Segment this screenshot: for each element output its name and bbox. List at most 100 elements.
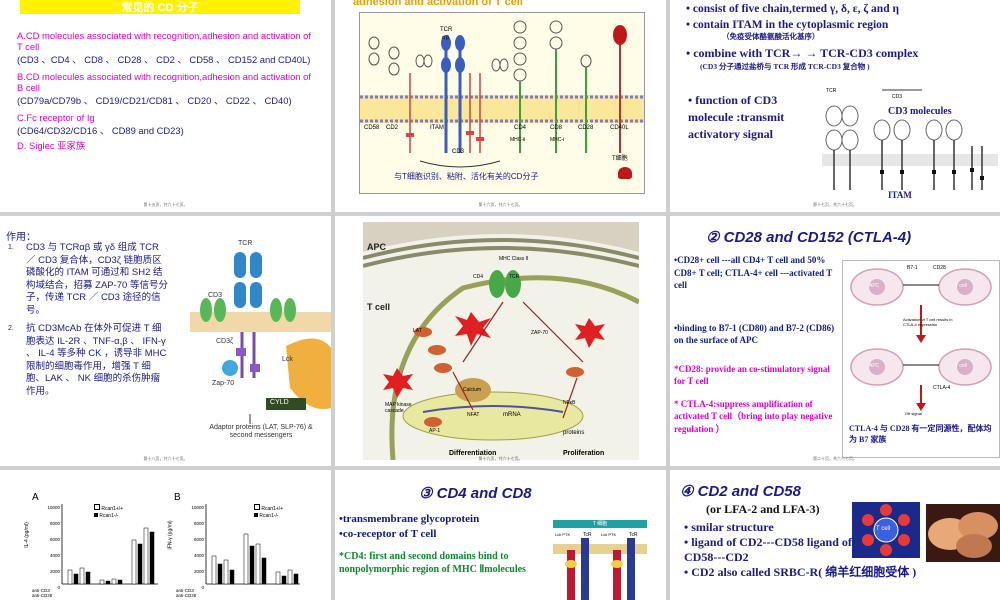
slide-thumbnail-1[interactable]: 常见的 CD 分子 A.CD molecules associated with… <box>0 0 331 212</box>
rbc-photo <box>926 504 1000 562</box>
itam-label: ITAM <box>430 125 444 131</box>
panel-b-legend: Rcan1+/+ Rcan1-/- <box>254 504 283 520</box>
bar <box>275 571 281 585</box>
bar <box>229 569 235 585</box>
logo-icon <box>618 167 632 179</box>
tcr-label-2: TcR <box>629 532 638 538</box>
rosette-figure: T cell <box>852 502 920 558</box>
cd2-bullets: • smilar structure • ligand of CD2---CD5… <box>684 520 964 580</box>
tcr-label-1: TcR <box>583 532 592 538</box>
page-number: 第十九页，共六十七页。 <box>478 456 523 461</box>
legend-item: Rcan1-/- <box>254 513 283 520</box>
tick: 0 <box>201 585 204 590</box>
row-label: anti-CD3 <box>32 588 50 593</box>
cd2-label: CD2 <box>386 125 399 131</box>
item-number: 2. <box>8 325 14 332</box>
differentiation-label: Differentiation <box>449 450 497 457</box>
fig-cd28-label: CD28 <box>933 265 946 271</box>
calcium-label: Calcium <box>463 387 482 393</box>
slide-title: adhesion and activation of T cell <box>353 0 523 8</box>
function-list: 1. CD3 与 TCRαβ 或 γδ 组成 TCR ／ CD3 复合体，CD3… <box>8 242 168 398</box>
slide-thumbnail-8[interactable]: ③ CD4 and CD8 •transmembrane glycoprotei… <box>335 470 666 600</box>
mhc1-label: MHC-Ⅰ <box>550 137 565 143</box>
fig-note: CTLA-4 与 CD28 有一定同源性，配体均为 B7 家族 <box>849 424 992 444</box>
fig-zap70-label: Zap-70 <box>212 380 235 387</box>
rosette-diagram <box>862 504 910 556</box>
tick: 4000 <box>193 553 204 558</box>
cd4-label: CD4 <box>473 274 484 280</box>
bar <box>137 543 143 585</box>
slide-thumbnail-3[interactable]: • consist of five chain,termed γ, δ, ε, … <box>670 0 1000 212</box>
cd28-text-block: •CD28+ cell ---all CD4+ T cell and 50% C… <box>674 254 838 435</box>
slide-subtitle: (or LFA-2 and LFA-3) <box>706 502 820 516</box>
slide-title-box: 常见的 CD 分子 <box>20 0 300 14</box>
cd3-label: CD3 <box>452 149 465 155</box>
slide-thumbnail-7[interactable]: A B IL-4 (pg/ml) IFN-γ (pg/ml) 10000 800… <box>0 470 331 600</box>
slide-thumbnail-9[interactable]: ④ CD2 and CD58 (or LFA-2 and LFA-3) • sm… <box>670 470 1000 600</box>
bullet-3: • combine with TCR→ → TCR-CD3 complex <box>686 46 919 60</box>
tick: 2000 <box>49 569 60 574</box>
tick: 4000 <box>49 553 60 558</box>
bar <box>287 569 293 585</box>
legend-item: Rcan1-/- <box>94 513 123 520</box>
bar <box>223 559 229 585</box>
page-number: 第十八页，共六十七页。 <box>143 456 188 461</box>
red-blood-cell-image <box>928 512 998 558</box>
lat-label: LAT <box>413 328 422 334</box>
fig-b71-label: B7-1 <box>907 265 918 271</box>
tcr-signaling-figure: TCR CD3 CD3ζ Zap-70 Lck CYLD Adaptor pro… <box>190 238 331 439</box>
slide-thumbnail-4[interactable]: 作用： 1. CD3 与 TCRαβ 或 γδ 组成 TCR ／ CD3 复合体… <box>0 216 331 466</box>
proteins-label: proteins <box>563 430 585 436</box>
bar <box>143 527 149 585</box>
bar <box>105 580 111 585</box>
fig-apc-label-1: APC <box>869 283 880 289</box>
page-number: 第十六页，共六十七页。 <box>478 202 523 207</box>
item-text: CD3 与 TCRαβ 或 γδ 组成 TCR ／ CD3 复合体，CD3ζ 链… <box>26 242 168 316</box>
bar <box>255 543 261 585</box>
tick: 2000 <box>193 569 204 574</box>
category-b-members: (CD79a/CD79b 、 CD19/CD21/CD81 、 CD20 、 C… <box>17 95 292 106</box>
paragraph-3: *CD28: provide an co-stimulatory signal … <box>674 363 830 387</box>
category-a-members: (CD3 、CD4 、 CD8 、 CD28 、 CD2 、 CD58 、 CD… <box>17 54 311 65</box>
apc-label: APC <box>367 242 387 252</box>
bullet-1: •transmembrane glycoprotein <box>339 513 480 525</box>
bullet-4: • function of CD3 molecule :transmit act… <box>688 93 785 141</box>
bar <box>79 567 85 585</box>
legend-item: Rcan1+/+ <box>94 504 123 513</box>
function-item-2: 2. 抗 CD3McAb 在体外可促进 T 细胞表达 IL-2R 、TNF-α,… <box>8 323 168 398</box>
fig-tcell-label-2: T cell <box>955 363 967 369</box>
paragraph-4: * CTLA-4:suppress amplification of activ… <box>674 398 833 434</box>
tcr-complex-diagram <box>190 252 331 424</box>
bar <box>111 578 117 585</box>
cd40l-label: CD40L <box>610 125 629 131</box>
tcr-label: TCR <box>440 27 453 33</box>
fig-tcr-label: TCR <box>238 240 253 247</box>
cd3-chains-diagram <box>822 89 998 190</box>
category-d: D. Siglec 亚家族 <box>17 140 86 151</box>
slide-thumbnail-5[interactable]: APC T cell MHC Class II CD4 TCR ZAP-70 L… <box>335 216 666 466</box>
bar <box>131 539 137 585</box>
panel-b-letter: B <box>174 492 181 503</box>
zap70-label: ZAP-70 <box>531 330 548 336</box>
figure-tcr-label: TCR <box>826 88 837 94</box>
cd28-label: CD28 <box>578 125 594 131</box>
bar <box>99 579 105 585</box>
page-number: 第十五页，共六十七页。 <box>143 202 188 207</box>
cd4-cd8-text: •transmembrane glycoprotein •co-receptor… <box>339 512 549 576</box>
cd4-label: CD4 <box>514 125 527 131</box>
slide-thumbnail-6[interactable]: ② CD28 and CD152 (CTLA-4) •CD28+ cell --… <box>670 216 1000 466</box>
fig-lck-label: Lck <box>282 356 293 363</box>
category-c: C.Fc receptor of Ig <box>17 112 95 123</box>
slide-title: ④ CD2 and CD58 <box>680 483 801 500</box>
bullet-3: • CD2 also called SRBC-R( 绵羊红细胞受体 ) <box>684 565 917 579</box>
mhc2-label: MHC Class II <box>499 256 529 262</box>
slide-title: 常见的 CD 分子 <box>121 2 199 14</box>
bullet-1: • consist of five chain,termed γ, δ, ε, … <box>686 3 900 15</box>
page-number: 第二十页，共六十七页。 <box>813 456 857 461</box>
bar <box>73 573 79 585</box>
paragraph-1: •CD28+ cell ---all CD4+ T cell and 50% C… <box>674 255 833 290</box>
bar <box>149 531 155 585</box>
slide-thumbnail-2[interactable]: adhesion and activation of T cell <box>335 0 666 212</box>
bar <box>249 545 255 585</box>
panel-a-rows: anti-CD3 anti-CD28 <box>32 588 52 598</box>
